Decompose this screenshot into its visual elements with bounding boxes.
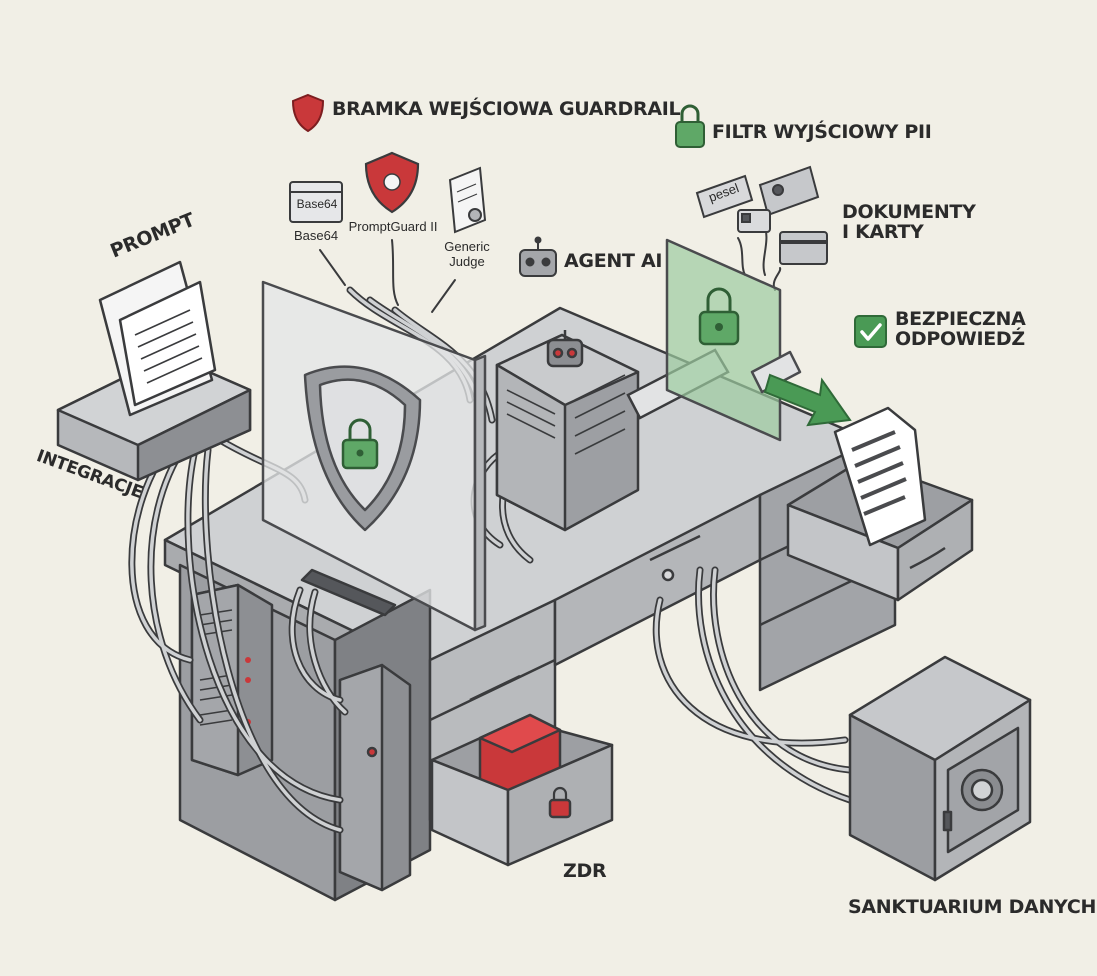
output-filter-label: FILTR WYJŚCIOWY PII [712, 121, 932, 143]
documents-label-line1: DOKUMENTY [842, 201, 976, 223]
safe-response-line2: ODPOWIEDŹ [895, 327, 1025, 350]
output-drawer [786, 406, 974, 602]
green-lock-icon [675, 104, 705, 148]
safe-output-arrow [763, 373, 852, 427]
output-pii-panel [665, 238, 802, 442]
promptguard-shield-icon [364, 151, 420, 214]
agent-label: AGENT AI [564, 250, 663, 272]
robot-icon [519, 236, 557, 277]
data-safe [848, 655, 1032, 882]
red-shield-icon [291, 93, 325, 133]
zdr-label: ZDR [563, 860, 607, 882]
input-gate-label: BRAMKA WEJŚCIOWA GUARDRAIL [332, 98, 681, 120]
credit-card-icon [779, 231, 828, 265]
judge-label: Generic Judge [440, 239, 494, 270]
judge-label-line2: Judge [449, 253, 485, 269]
base64-label: Base64 [293, 228, 339, 243]
promptguard-label: PromptGuard II [348, 219, 438, 234]
pesel-tag-icon [695, 174, 754, 219]
agent-server [495, 330, 640, 532]
input-guardrail-panel [261, 280, 487, 632]
documents-label-line2: I KARTY [842, 220, 924, 243]
checkmark-icon [854, 315, 887, 348]
documents-label: DOKUMENTY I KARTY [842, 201, 976, 243]
safe-response-line1: BEZPIECZNA [895, 308, 1026, 330]
judge-label-line1: Generic [444, 239, 490, 254]
base64-window-icon [289, 181, 343, 223]
id-card-icon [758, 165, 820, 217]
base64-icon-text: Base64 [296, 197, 338, 211]
cable-clamp [300, 568, 397, 617]
zdr-drawer [430, 713, 614, 867]
document-card-icon [737, 209, 771, 233]
printer [56, 260, 252, 482]
sanctuary-label: SANKTUARIUM DANYCH [848, 896, 1097, 918]
safe-response-label: BEZPIECZNA ODPOWIEDŹ [895, 308, 1026, 350]
desk-handles [469, 534, 701, 702]
judge-certificate-icon [448, 166, 487, 234]
